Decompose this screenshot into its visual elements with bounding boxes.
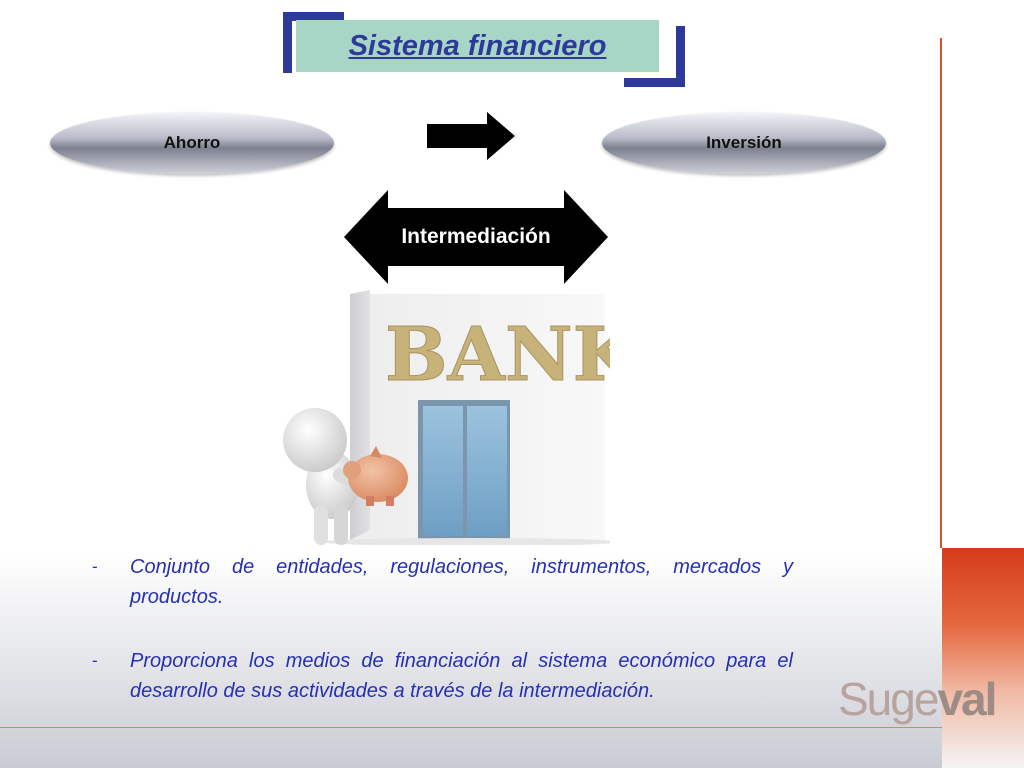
logo-part-2: val <box>937 673 997 725</box>
intermediacion-label: Intermediación <box>401 225 551 248</box>
sugeval-logo: Sugeval <box>838 672 997 726</box>
slide-title: Sistema financiero <box>348 29 607 62</box>
title-bracket-bottom-right <box>624 26 685 87</box>
bullet-marker: - <box>92 651 98 670</box>
title-bracket-top-left <box>283 12 344 73</box>
right-accent-block <box>942 548 1024 768</box>
ahorro-label: Ahorro <box>163 133 221 152</box>
inversion-label: Inversión <box>706 133 782 152</box>
bullet-text: Conjunto de entidades, regulaciones, ins… <box>130 556 793 608</box>
double-arrow-icon <box>344 190 608 284</box>
right-accent-line <box>940 38 942 548</box>
logo-part-1: Suge <box>838 673 939 725</box>
title-box: Sistema financiero <box>296 20 659 72</box>
bullet-item: - Conjunto de entidades, regulaciones, i… <box>92 552 793 612</box>
right-arrow-icon <box>427 112 515 160</box>
bottom-accent-line <box>0 727 942 728</box>
bank-sign: BANK <box>385 312 610 398</box>
inversion-pill: Inversión <box>602 112 886 174</box>
bank-illustration: BANK <box>283 290 610 545</box>
bullet-text: Proporciona los medios de financiación a… <box>130 650 793 702</box>
bullet-item: - Proporciona los medios de financiación… <box>92 646 793 706</box>
ahorro-pill: Ahorro <box>50 112 334 174</box>
bullet-list: - Conjunto de entidades, regulaciones, i… <box>92 552 793 740</box>
bullet-marker: - <box>92 557 98 576</box>
